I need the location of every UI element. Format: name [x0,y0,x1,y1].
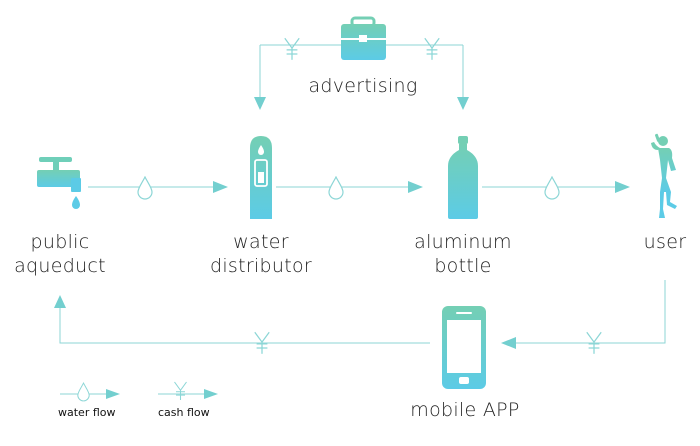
bottle-label-line2: bottle [434,255,492,277]
legend [60,381,218,402]
distributor-label-line2: distributor [209,255,313,277]
arrow-to-distributor [213,181,228,193]
bottle-label-line1: aluminum [414,231,512,253]
yen-icon [284,37,300,61]
distributor-label: water distributor [196,230,326,278]
arrow-to-aqueduct [54,295,66,308]
person-drinking-icon [651,133,677,218]
mobile-app-label: mobile APP [410,399,520,421]
arrow-to-bottle [408,181,423,193]
legend-cash-flow-label: cash flow [158,406,210,419]
advertising-cash-lines [254,37,469,110]
arrow-to-user [615,181,630,193]
aqueduct-label-line2: aqueduct [14,255,106,277]
bottle-label: aluminum bottle [398,230,528,278]
yen-icon [173,381,188,401]
user-label: user [643,231,687,253]
briefcase-icon [341,16,386,60]
arrow-to-app [501,337,516,349]
yen-icon [424,37,440,61]
aqueduct-label: public aqueduct [0,230,120,278]
advertising-label: advertising [308,75,418,97]
water-tap-icon [37,157,81,209]
aqueduct-label-line1: public [30,231,90,253]
smartphone-icon [442,306,486,389]
water-distributor-icon [250,136,272,219]
water-drop-icon [77,382,90,402]
distributor-label-line1: water [233,231,289,253]
water-drop-icon [544,176,560,200]
arrow-to-bottle [457,97,469,110]
water-flow-lines [88,176,630,200]
water-drop-icon [328,176,344,200]
aluminum-bottle-icon [448,136,478,219]
water-drop-icon [137,176,153,200]
arrow-to-distributor [254,97,266,110]
legend-water-flow-label: water flow [58,406,116,419]
cash-return-lines [54,280,666,355]
